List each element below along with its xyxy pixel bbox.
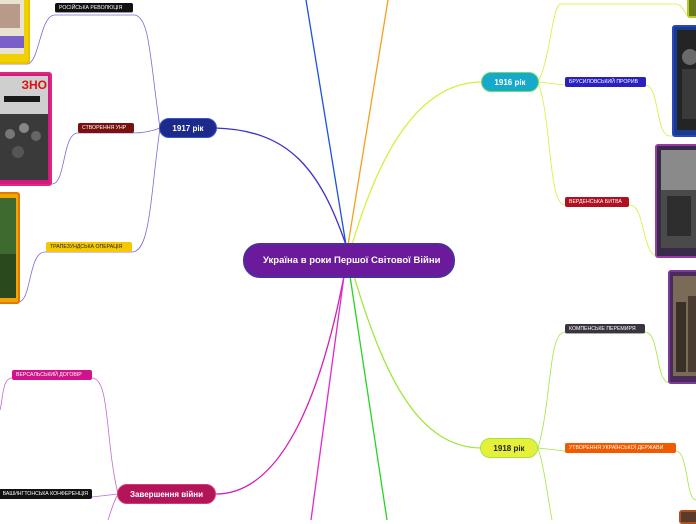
subtopic-washington[interactable]: ВАШИНГТОНСЬКА КОНФЕРЕНЦІЯ — [0, 489, 92, 499]
topic-1918-label: 1918 рік — [493, 444, 524, 453]
subtopic-verdun[interactable]: ВЕРДЕНСЬКА БИТВА — [565, 197, 629, 207]
topic-end-of-war[interactable]: Завершення війни — [117, 484, 216, 504]
photo-unr-crowd: ЗНО — [0, 72, 52, 186]
subtopic-compiegne[interactable]: КОМПЕНСЬКЕ ПЕРЕМИРЯ — [565, 324, 645, 334]
subtopic-trapezund[interactable]: ТРАПЕЗУНДСЬКА ОПЕРАЦІЯ — [46, 242, 132, 252]
group-photo-illustration — [670, 272, 696, 384]
subtopic-unr[interactable]: СТВОРЕННЯ УНР — [78, 123, 134, 133]
topic-1916[interactable]: 1916 рік — [481, 72, 539, 92]
subtopic-russian-revolution[interactable]: РОСІЙСЬКА РЕВОЛЮЦІЯ — [55, 3, 133, 13]
photo-top-right — [687, 0, 696, 18]
landscape-photo-illustration — [0, 194, 20, 304]
link-center-top-orange — [348, 0, 388, 245]
photo-revolution-poster — [0, 0, 30, 64]
link-end-versailles — [0, 378, 118, 494]
subtopic-ukrainian-state[interactable]: УТВОРЕННЯ УКРАЇНСЬКОЇ ДЕРЖАВИ — [565, 443, 676, 453]
topic-1917-label: 1917 рік — [172, 124, 203, 133]
link-1916-top — [538, 4, 692, 82]
link-center-end — [216, 276, 344, 494]
topic-1918[interactable]: 1918 рік — [480, 438, 538, 458]
zno-badge: ЗНО — [21, 78, 47, 92]
link-center-1918 — [354, 276, 482, 448]
photo-brusylov — [672, 25, 696, 137]
subtopic-brusylov[interactable]: БРУСИЛОВСЬКИЙ ПРОРИВ — [565, 77, 646, 87]
topic-1916-label: 1916 рік — [494, 78, 525, 87]
link-end-bottom — [108, 494, 118, 520]
link-center-bottom-green — [350, 276, 387, 520]
link-center-top-blue — [306, 0, 346, 245]
poster-illustration — [0, 0, 30, 64]
photo-verdun — [655, 144, 696, 258]
link-center-1916 — [352, 82, 482, 245]
photo-trapezund — [0, 192, 20, 304]
topic-end-of-war-label: Завершення війни — [130, 490, 203, 499]
photo-bottom-right — [679, 510, 696, 524]
central-topic-label: Україна в роки Першої Світової Війни — [263, 255, 440, 266]
topic-1917[interactable]: 1917 рік — [159, 118, 217, 138]
portrait-photo-illustration — [674, 27, 696, 137]
link-center-1917 — [215, 128, 346, 245]
central-topic[interactable]: Україна в роки Першої Світової Війни — [243, 243, 455, 278]
battle-photo-illustration — [657, 146, 696, 258]
photo-compiegne — [668, 270, 696, 384]
link-1918-bottom — [538, 448, 552, 520]
link-1918-state — [538, 448, 696, 500]
subtopic-versailles[interactable]: ВЕРСАЛЬСЬКИЙ ДОГОВІР — [12, 370, 92, 380]
link-center-bottom-magenta — [311, 276, 344, 520]
